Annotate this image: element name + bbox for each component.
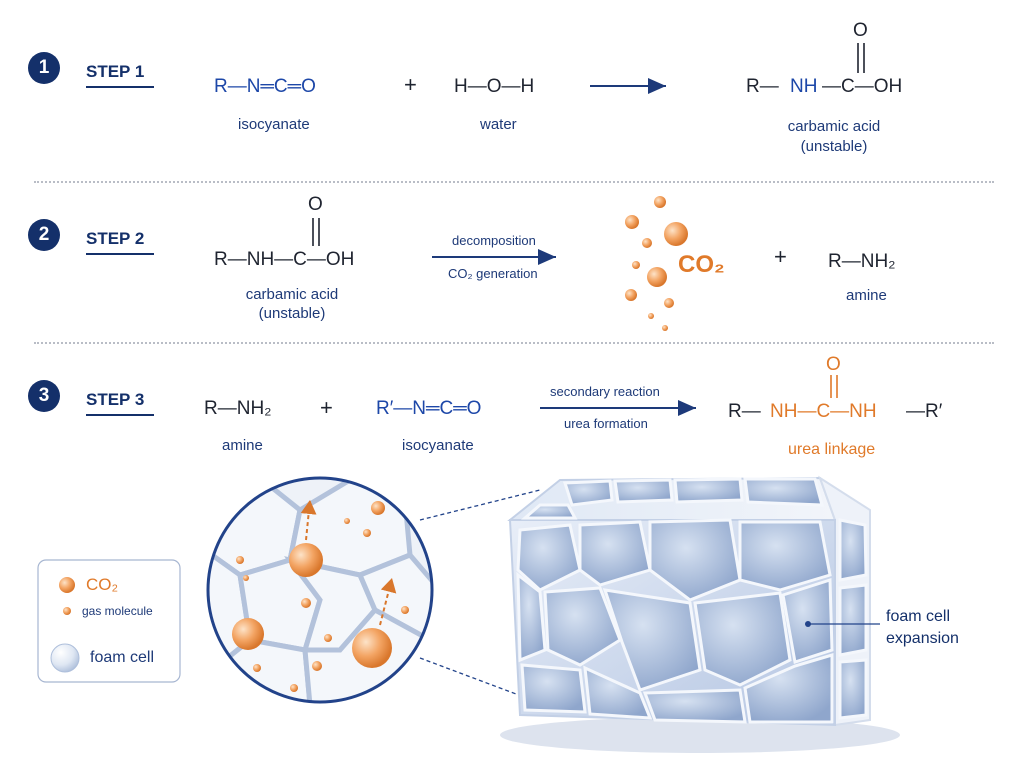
- separator-1: [34, 181, 994, 183]
- step3-urea-core: NH—C—NH: [770, 401, 877, 422]
- step1-carbonyl-bond: [857, 43, 865, 73]
- step2-reactant-formula: R—NH—C—OH: [214, 249, 355, 270]
- step1-plus: +: [404, 72, 417, 97]
- legend-cell-icon: [50, 643, 80, 673]
- step2-plus: +: [774, 244, 787, 269]
- step3-urea-end: —R′: [906, 401, 943, 422]
- step2-amine-formula: R—NH₂: [828, 251, 896, 272]
- step2-reactant-label: carbamic acid: [245, 286, 339, 303]
- step3-isocyanate-label: isocyanate: [402, 437, 474, 454]
- step2-reactant-sublabel: (unstable): [258, 305, 326, 322]
- step3-urea-label: urea linkage: [788, 441, 876, 458]
- step2-amine-label: amine: [846, 287, 887, 304]
- zoom-line-bottom: [419, 657, 533, 701]
- step2-co2-label: CO₂: [678, 251, 725, 278]
- legend-co2-icon: [59, 577, 75, 593]
- callout-line1: foam cell: [886, 608, 951, 625]
- step3-plus: +: [320, 395, 333, 420]
- step3-amine-formula: R—NH₂: [204, 398, 272, 419]
- separator-2: [34, 342, 994, 344]
- step2-carbonyl-bond: [312, 218, 320, 246]
- step3-title: STEP 3: [86, 390, 145, 409]
- step3-urea-r: R—: [728, 401, 761, 422]
- foam-block: [500, 475, 900, 753]
- co2-bubbles: [625, 196, 688, 331]
- step1-product-r: R—: [746, 76, 779, 97]
- step3-isocyanate-formula: R′—N═C═O: [376, 398, 482, 419]
- step1-product-oxygen: O: [853, 20, 868, 41]
- callout-line2: expansion: [886, 630, 959, 647]
- step1-isocyanate-label: isocyanate: [238, 116, 310, 133]
- step3-carbonyl-bond: [830, 375, 838, 398]
- step2-underline: [86, 253, 154, 255]
- step1-product-cooh: —C—OH: [822, 76, 903, 97]
- callout-dot: [805, 621, 811, 627]
- step1-water-label: water: [480, 116, 517, 133]
- step3-urea-oxygen: O: [826, 354, 841, 375]
- step3-underline: [86, 414, 154, 416]
- legend-co2-label: CO₂: [86, 575, 119, 594]
- step3-amine-label: amine: [222, 437, 263, 454]
- legend-gas-icon: [63, 607, 71, 615]
- step2-arrow-top-label: decomposition: [452, 233, 536, 248]
- step1-title: STEP 1: [86, 62, 145, 81]
- step2-arrow-bottom-label: CO₂ generation: [448, 266, 538, 281]
- step1-product-label: carbamic acid: [787, 118, 881, 135]
- step2-reactant-oxygen: O: [308, 194, 323, 215]
- legend-cell-label: foam cell: [90, 649, 155, 666]
- step2-badge: 2: [28, 219, 60, 251]
- legend-gas-label: gas molecule: [82, 604, 153, 618]
- magnified-view: [206, 476, 434, 704]
- step1-badge: 1: [28, 52, 60, 84]
- step3-arrow-top-label: secondary reaction: [550, 384, 660, 399]
- step1-isocyanate-formula: R—N═C═O: [214, 76, 316, 97]
- step2-title: STEP 2: [86, 229, 145, 248]
- step1-water-formula: H—O—H: [454, 76, 535, 97]
- step1-product-sublabel: (unstable): [800, 138, 868, 155]
- step3-arrow-bottom-label: urea formation: [564, 416, 648, 431]
- step1-underline: [86, 86, 154, 88]
- step1-product-nh: NH: [790, 76, 818, 97]
- step3-badge: 3: [28, 380, 60, 412]
